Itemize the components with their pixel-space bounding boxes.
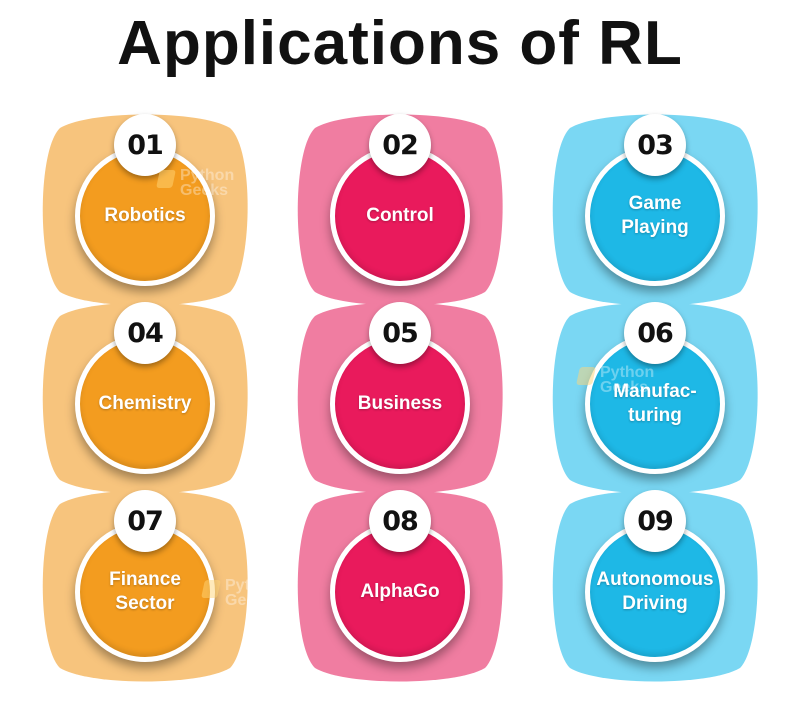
application-label: Game Playing [621,193,689,238]
number-badge: 03 [624,114,686,176]
application-label: Control [366,205,434,226]
number-badge: 02 [369,114,431,176]
application-label: Autonomous Driving [596,569,714,614]
application-card-control: Control 02 [295,110,505,310]
number-badge: 05 [369,302,431,364]
number-badge: 09 [624,490,686,552]
application-label: AlphaGo [360,581,440,602]
page-title: Applications of RL [117,9,683,78]
application-label: Chemistry [98,393,192,414]
application-label: Robotics [104,205,186,226]
application-label: Manufac-turing [613,381,697,426]
application-circle: AlphaGo [330,522,470,662]
applications-grid: Robotics 01 Control 02 Game Playing 03 C… [40,110,760,700]
application-label: Business [357,393,443,414]
number-badge: 01 [114,114,176,176]
application-card-game-playing: Game Playing 03 [550,110,760,310]
application-card-chemistry: Chemistry 04 [40,298,250,498]
application-card-finance-sector: Finance Sector 07 [40,486,250,686]
application-circle: Robotics [75,146,215,286]
application-card-autonomous-driving: Autonomous Driving 09 [550,486,760,686]
number-badge: 06 [624,302,686,364]
application-card-manufacturing: Manufac-turing 06 [550,298,760,498]
number-badge: 08 [369,490,431,552]
number-badge: 04 [114,302,176,364]
number-badge: 07 [114,490,176,552]
application-card-business: Business 05 [295,298,505,498]
application-card-alphago: AlphaGo 08 [295,486,505,686]
application-card-robotics: Robotics 01 [40,110,250,310]
application-label: Finance Sector [109,569,181,614]
